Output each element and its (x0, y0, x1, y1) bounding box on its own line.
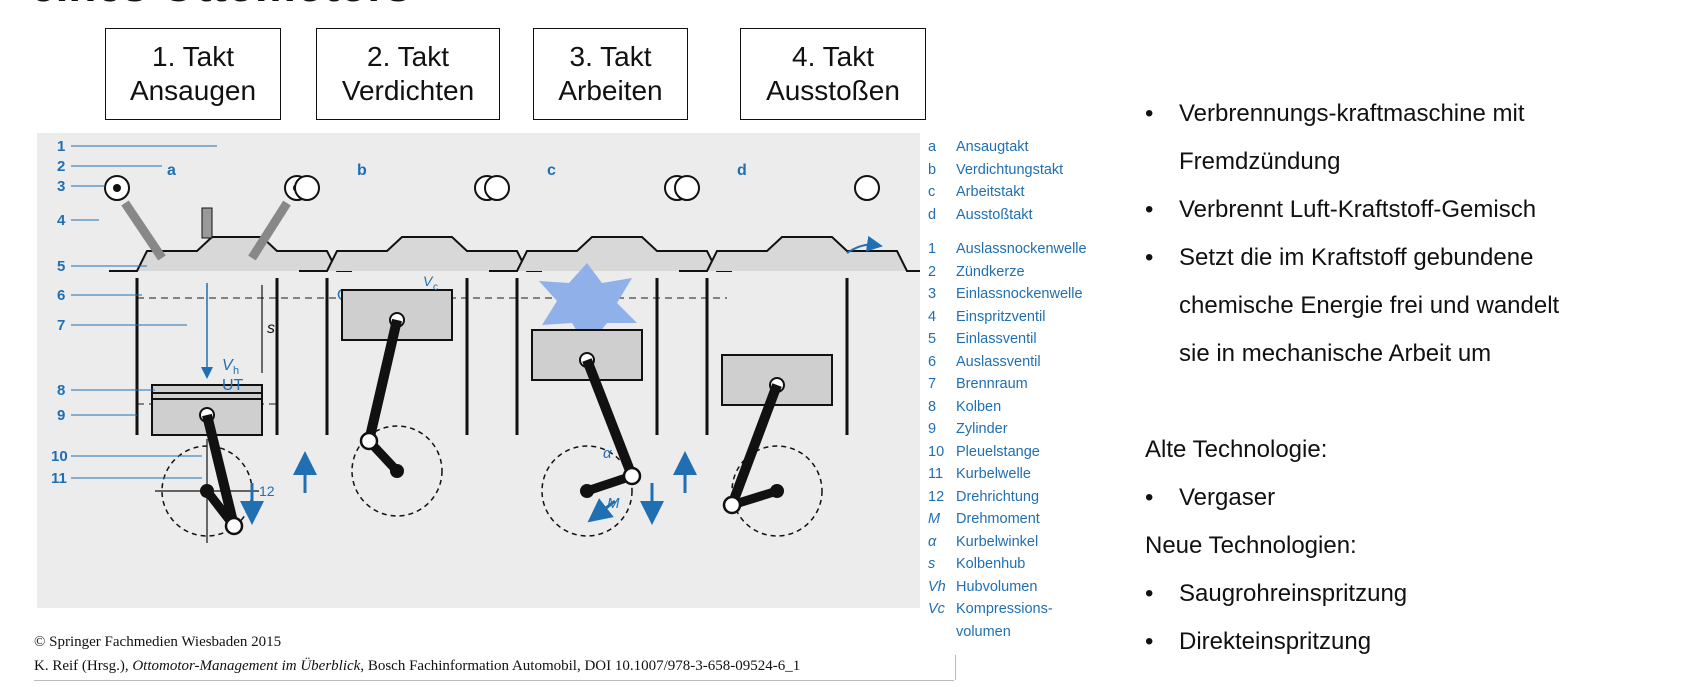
four-stroke-diagram: a OT V h UT s 12 b V c (51, 138, 920, 543)
engine-stroke-figure: a OT V h UT s 12 b V c (37, 133, 920, 608)
svg-text:s: s (267, 320, 275, 337)
svg-text:a: a (167, 162, 176, 179)
svg-text:9: 9 (57, 407, 65, 424)
svg-text:3: 3 (57, 178, 65, 195)
svg-text:c: c (433, 282, 438, 293)
part-number-callouts: 1 2 3 4 5 6 7 8 9 10 11 (51, 138, 68, 487)
figure-credits: © Springer Fachmedien Wiesbaden 2015 K. … (34, 630, 800, 678)
svg-text:6: 6 (57, 287, 65, 304)
svg-text:c: c (547, 162, 556, 179)
svg-text:5: 5 (57, 258, 65, 275)
takt-box-4: 4. Takt Ausstoßen (740, 28, 926, 120)
svg-text:11: 11 (51, 470, 67, 487)
svg-text:4: 4 (57, 212, 66, 229)
bullet-list: Verbrennungs-kraftmaschine mitFremdzündu… (1145, 90, 1685, 666)
svg-text:V: V (423, 273, 434, 289)
takt-name: Ansaugen (129, 75, 257, 106)
takt-box-3: 3. Takt Arbeiten (533, 28, 688, 120)
svg-text:UT: UT (222, 377, 244, 394)
takt-name: Ausstoßen (766, 75, 900, 106)
source-line: K. Reif (Hrsg.), Ottomotor-Management im… (34, 658, 801, 674)
svg-text:12: 12 (259, 483, 275, 499)
page-title: eines Ottomotors (30, 0, 411, 8)
svg-text:2: 2 (57, 158, 65, 175)
legend-row: volumen (956, 623, 1011, 640)
svg-text:h: h (233, 365, 239, 377)
svg-text:α: α (603, 445, 612, 462)
engine-panel-d: d (673, 162, 920, 537)
bullet-item: Vergaser (1145, 474, 1685, 522)
alt-tech-heading: Alte Technologie: (1145, 436, 1328, 463)
engine-panel-c: c α M (484, 162, 732, 537)
svg-text:8: 8 (57, 382, 65, 399)
bullet-item: Direkteinspritzung (1145, 618, 1685, 666)
svg-text:1: 1 (57, 138, 65, 155)
engine-panel-b: b V c (293, 162, 542, 517)
bullet-item: Verbrennt Luft-Kraftstoff-Gemisch (1145, 186, 1685, 234)
takt-number: 1. Takt (152, 41, 234, 72)
svg-text:V: V (222, 357, 234, 374)
takt-number: 3. Takt (569, 41, 652, 72)
copyright-line: © Springer Fachmedien Wiesbaden 2015 (34, 634, 282, 650)
takt-box-2: 2. Takt Verdichten (316, 28, 500, 120)
takt-number: 4. Takt (792, 41, 874, 72)
takt-number: 2. Takt (367, 41, 449, 72)
takt-name: Arbeiten (558, 75, 663, 106)
engine-panel-a: a OT V h UT s 12 (104, 162, 359, 543)
svg-text:d: d (737, 162, 747, 179)
credits-divider (34, 680, 954, 681)
svg-text:b: b (357, 162, 367, 179)
bullet-item: Verbrennungs-kraftmaschine mitFremdzündu… (1145, 90, 1685, 186)
takt-box-1: 1. Takt Ansaugen (105, 28, 281, 120)
svg-text:7: 7 (57, 317, 65, 334)
bullet-item: Saugrohreinspritzung (1145, 570, 1685, 618)
bullet-item: Setzt die im Kraftstoff gebundenechemisc… (1145, 234, 1685, 378)
svg-text:10: 10 (51, 448, 68, 465)
new-tech-heading: Neue Technologien: (1145, 532, 1357, 559)
credits-divider-vertical (955, 655, 956, 680)
takt-name: Verdichten (341, 75, 475, 106)
